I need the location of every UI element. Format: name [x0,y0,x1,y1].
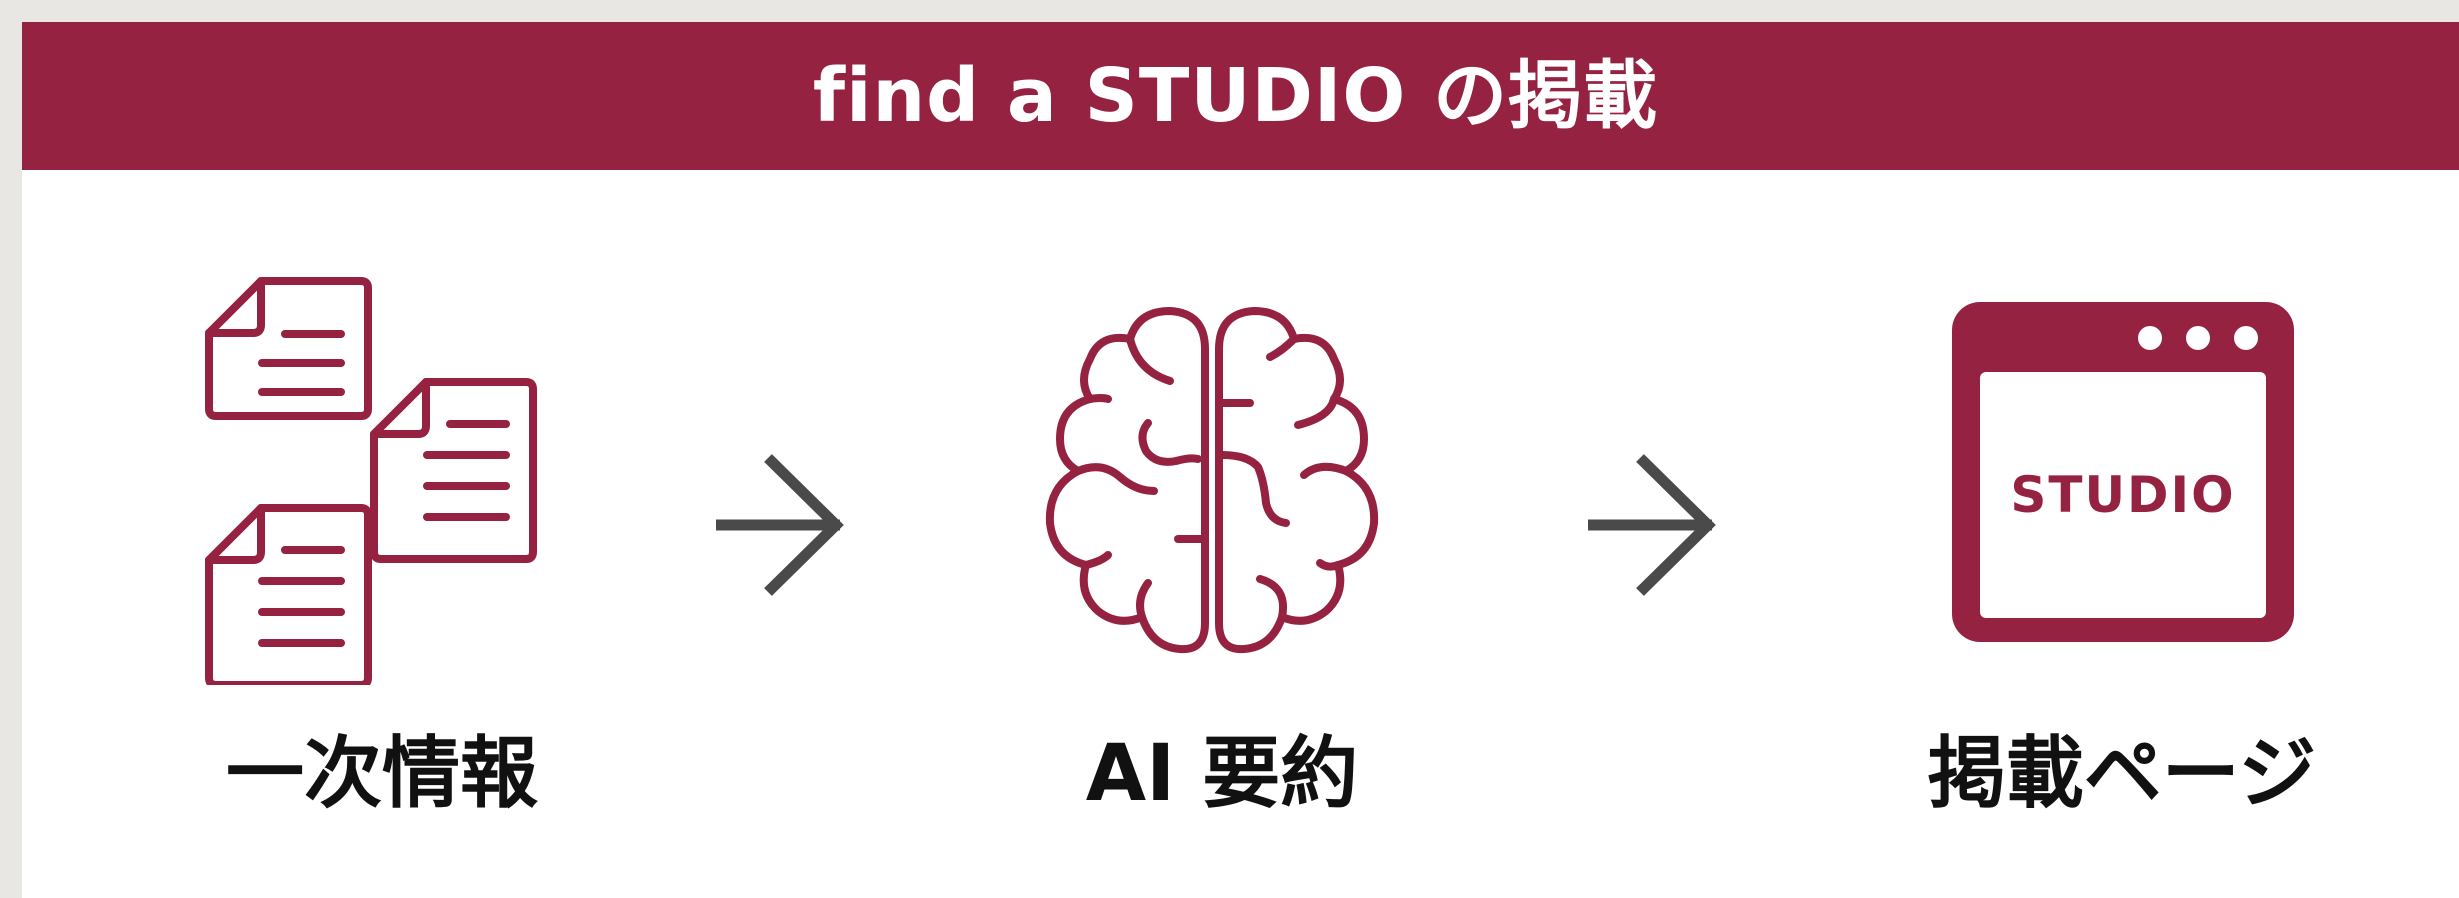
documents-icon [205,277,537,685]
window-dot-icon [2234,326,2258,350]
arrow-right-icon [1588,454,1716,596]
step-label-ai-summary: AI 要約 [1085,729,1359,819]
arrow-right-icon [716,454,844,596]
window-dot-icon [2186,326,2210,350]
page-title: find a STUDIO の掲載 [812,53,1659,139]
window-dot-icon [2138,326,2162,350]
flow-card: find a STUDIO の掲載 [22,22,2459,898]
window-brand-text: STUDIO [2010,466,2236,524]
header-banner: find a STUDIO の掲載 [22,22,2459,170]
step-label-listing-page: 掲載ページ [1927,729,2317,819]
step-label-primary-info: 一次情報 [225,729,538,819]
browser-window-icon: STUDIO [1952,302,2294,642]
brain-icon [1045,307,1379,654]
